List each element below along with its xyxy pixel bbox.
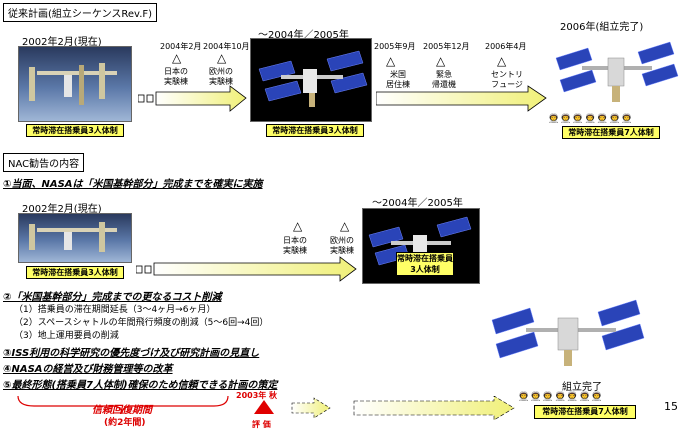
s2-eval-label: 評 価 <box>252 420 271 429</box>
s1-m3-name: 米国 居住棟 <box>386 70 410 89</box>
s2-m2-name: 欧州の 実験棟 <box>330 236 354 255</box>
s1-right-station-image <box>555 41 679 102</box>
section1-title: 従来計画(組立シーケンスRev.F) <box>3 3 158 22</box>
s2-left-crew-label: 常時滞在搭乗員3人体制 <box>26 266 124 279</box>
s1-m3-triangle-icon: △ <box>386 54 396 68</box>
s1-m4-name: 緊急 帰還機 <box>432 70 456 89</box>
s2-trust-period: 信頼回復期間 <box>92 405 152 416</box>
s1-m1-date: 2004年2月 <box>160 42 202 51</box>
s1-mid-crew-label: 常時滞在搭乗員3人体制 <box>266 124 364 137</box>
s1-mid-period: 〜2004年／2005年 <box>258 30 349 41</box>
s1-left-date: 2002年2月(現在) <box>22 37 102 48</box>
s2-mid-period: 〜2004年／2005年 <box>372 198 463 209</box>
s1-arrow-1 <box>138 85 247 112</box>
s1-m1-triangle-icon: △ <box>172 51 182 65</box>
s2-bottom-timeline <box>17 396 515 421</box>
s1-m1-name: 日本の 実験棟 <box>164 67 188 86</box>
s1-left-crew-label: 常時滞在搭乗員3人体制 <box>26 124 124 137</box>
s1-m5-triangle-icon: △ <box>497 54 507 68</box>
s1-right-crew-label: 常時滞在搭乗員7人体制 <box>562 126 660 139</box>
s2-mid-crew-label: 常時滞在搭乗員 3人体制 <box>396 252 454 276</box>
s2-final-caption: 組立完了 <box>562 382 602 393</box>
s1-m3-date: 2005年9月 <box>374 42 416 51</box>
s2-final-crew-label: 常時滞在搭乗員7人体制 <box>534 405 636 419</box>
s1-arrow-2 <box>376 85 547 112</box>
s1-m5-name: セントリ フュージ <box>491 70 523 89</box>
s2-m2-triangle-icon: △ <box>340 219 350 233</box>
s1-mid-station-photo <box>250 38 372 122</box>
s1-m4-triangle-icon: △ <box>436 54 446 68</box>
s2-m1-name: 日本の 実験棟 <box>283 236 307 255</box>
s2-m1-triangle-icon: △ <box>293 219 303 233</box>
s2-trust-years: (約2年間) <box>104 418 146 428</box>
s1-right-date: 2006年(組立完了) <box>560 22 644 33</box>
s2-step4: ④NASAの経営及び財務管理等の改革 <box>3 364 173 375</box>
page-number: 15 <box>664 400 678 413</box>
s1-crew-figures-icon: 👨‍🚀👨‍🚀👨‍🚀👨‍🚀👨‍🚀👨‍🚀👨‍🚀 <box>548 114 634 124</box>
s2-sub-item-2: （2）スペースシャトルの年間飛行頻度の削減（5〜6回→4回） <box>14 318 269 328</box>
s2-left-date: 2002年2月(現在) <box>22 204 102 215</box>
s2-left-station-photo <box>18 213 132 263</box>
s1-m2-date: 2004年10月 <box>203 42 250 51</box>
s1-m5-date: 2006年4月 <box>485 42 527 51</box>
s1-m2-name: 欧州の 実験棟 <box>209 67 233 86</box>
s2-eval-year: 2003年 秋 <box>236 391 278 400</box>
s2-crew-figures-icon: 👨‍🚀👨‍🚀👨‍🚀👨‍🚀👨‍🚀👨‍🚀👨‍🚀 <box>518 392 604 402</box>
section2-title: NAC勧告の内容 <box>3 153 85 172</box>
s2-sub-item-1: （1）搭乗員の滞在期間延長（3〜4ヶ月→6ヶ月） <box>14 305 216 315</box>
s2-step1: ①当面、NASAは「米国基幹部分」完成までを確実に実施 <box>3 179 263 190</box>
s2-sub-item-3: （3）地上運用要員の削減 <box>14 331 119 341</box>
s1-m2-triangle-icon: △ <box>217 51 227 65</box>
s2-step5: ⑤最終形態(搭乗員7人体制)確保のため信頼できる計画の策定 <box>3 380 278 391</box>
s2-arrow-1 <box>136 256 357 282</box>
s2-final-station-image <box>491 299 645 366</box>
s2-step2: ②「米国基幹部分」完成までの更なるコスト削減 <box>3 292 222 303</box>
s2-step3: ③ISS利用の科学研究の優先度づけ及び研究計画の見直し <box>3 348 260 359</box>
s1-left-station-photo <box>18 46 132 122</box>
s1-m4-date: 2005年12月 <box>423 42 470 51</box>
